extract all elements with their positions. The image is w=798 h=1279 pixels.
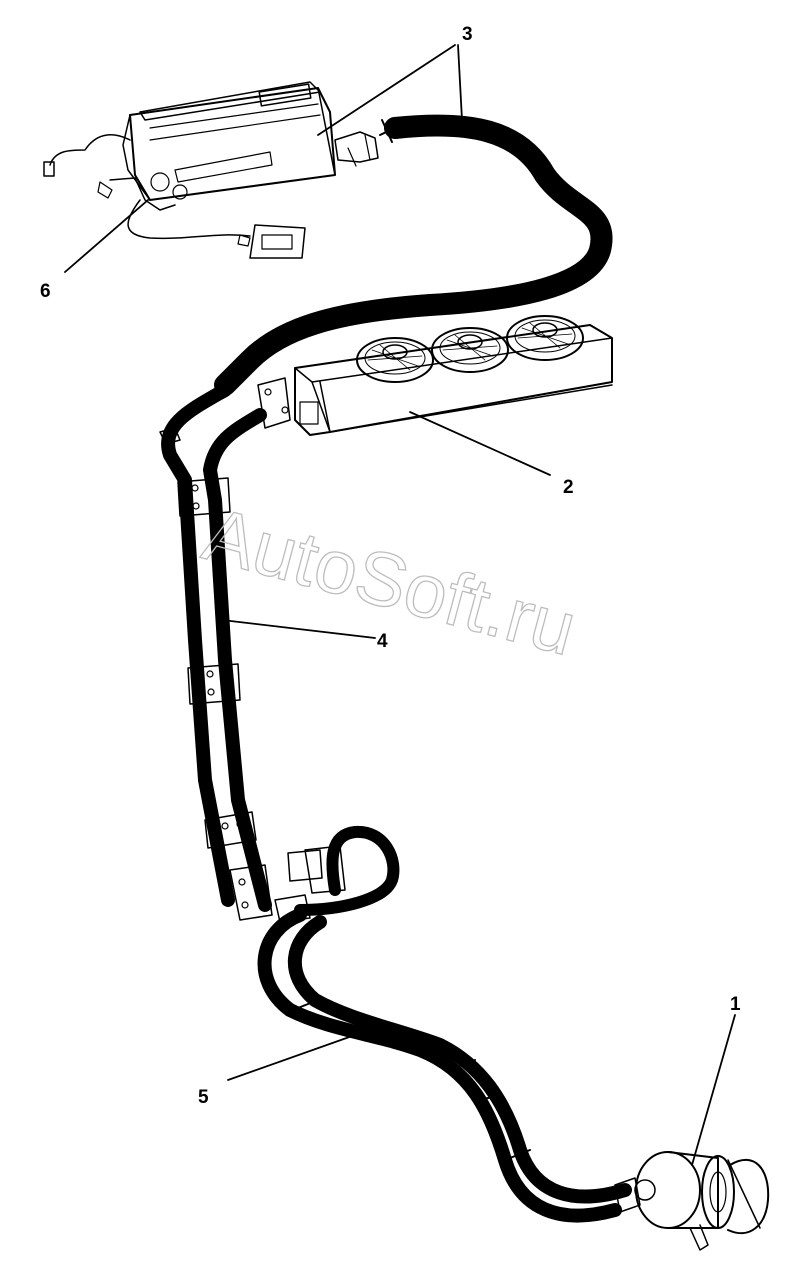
fan-1 [356,337,434,383]
fan-3 [506,315,584,361]
leader-lines [64,44,736,1166]
fan-2 [431,327,509,373]
clamp-1 [177,477,231,517]
clamp-3 [204,811,257,849]
callout-1: 1 [730,994,741,1015]
condenser-with-three-fans [257,315,613,436]
compressor [614,1151,770,1251]
hose-5 [257,908,632,1223]
callout-6: 6 [40,281,51,302]
callout-2: 2 [563,477,574,498]
clamp-2 [187,663,241,705]
callout-4: 4 [377,631,388,652]
hose-3 [214,114,613,396]
hose-4 [159,383,273,921]
watermark: AutoSoft.ru [195,492,584,673]
hose-bracket [274,825,400,923]
callout-5: 5 [198,1087,209,1108]
evaporator-unit [43,81,379,259]
callout-3: 3 [462,24,473,45]
